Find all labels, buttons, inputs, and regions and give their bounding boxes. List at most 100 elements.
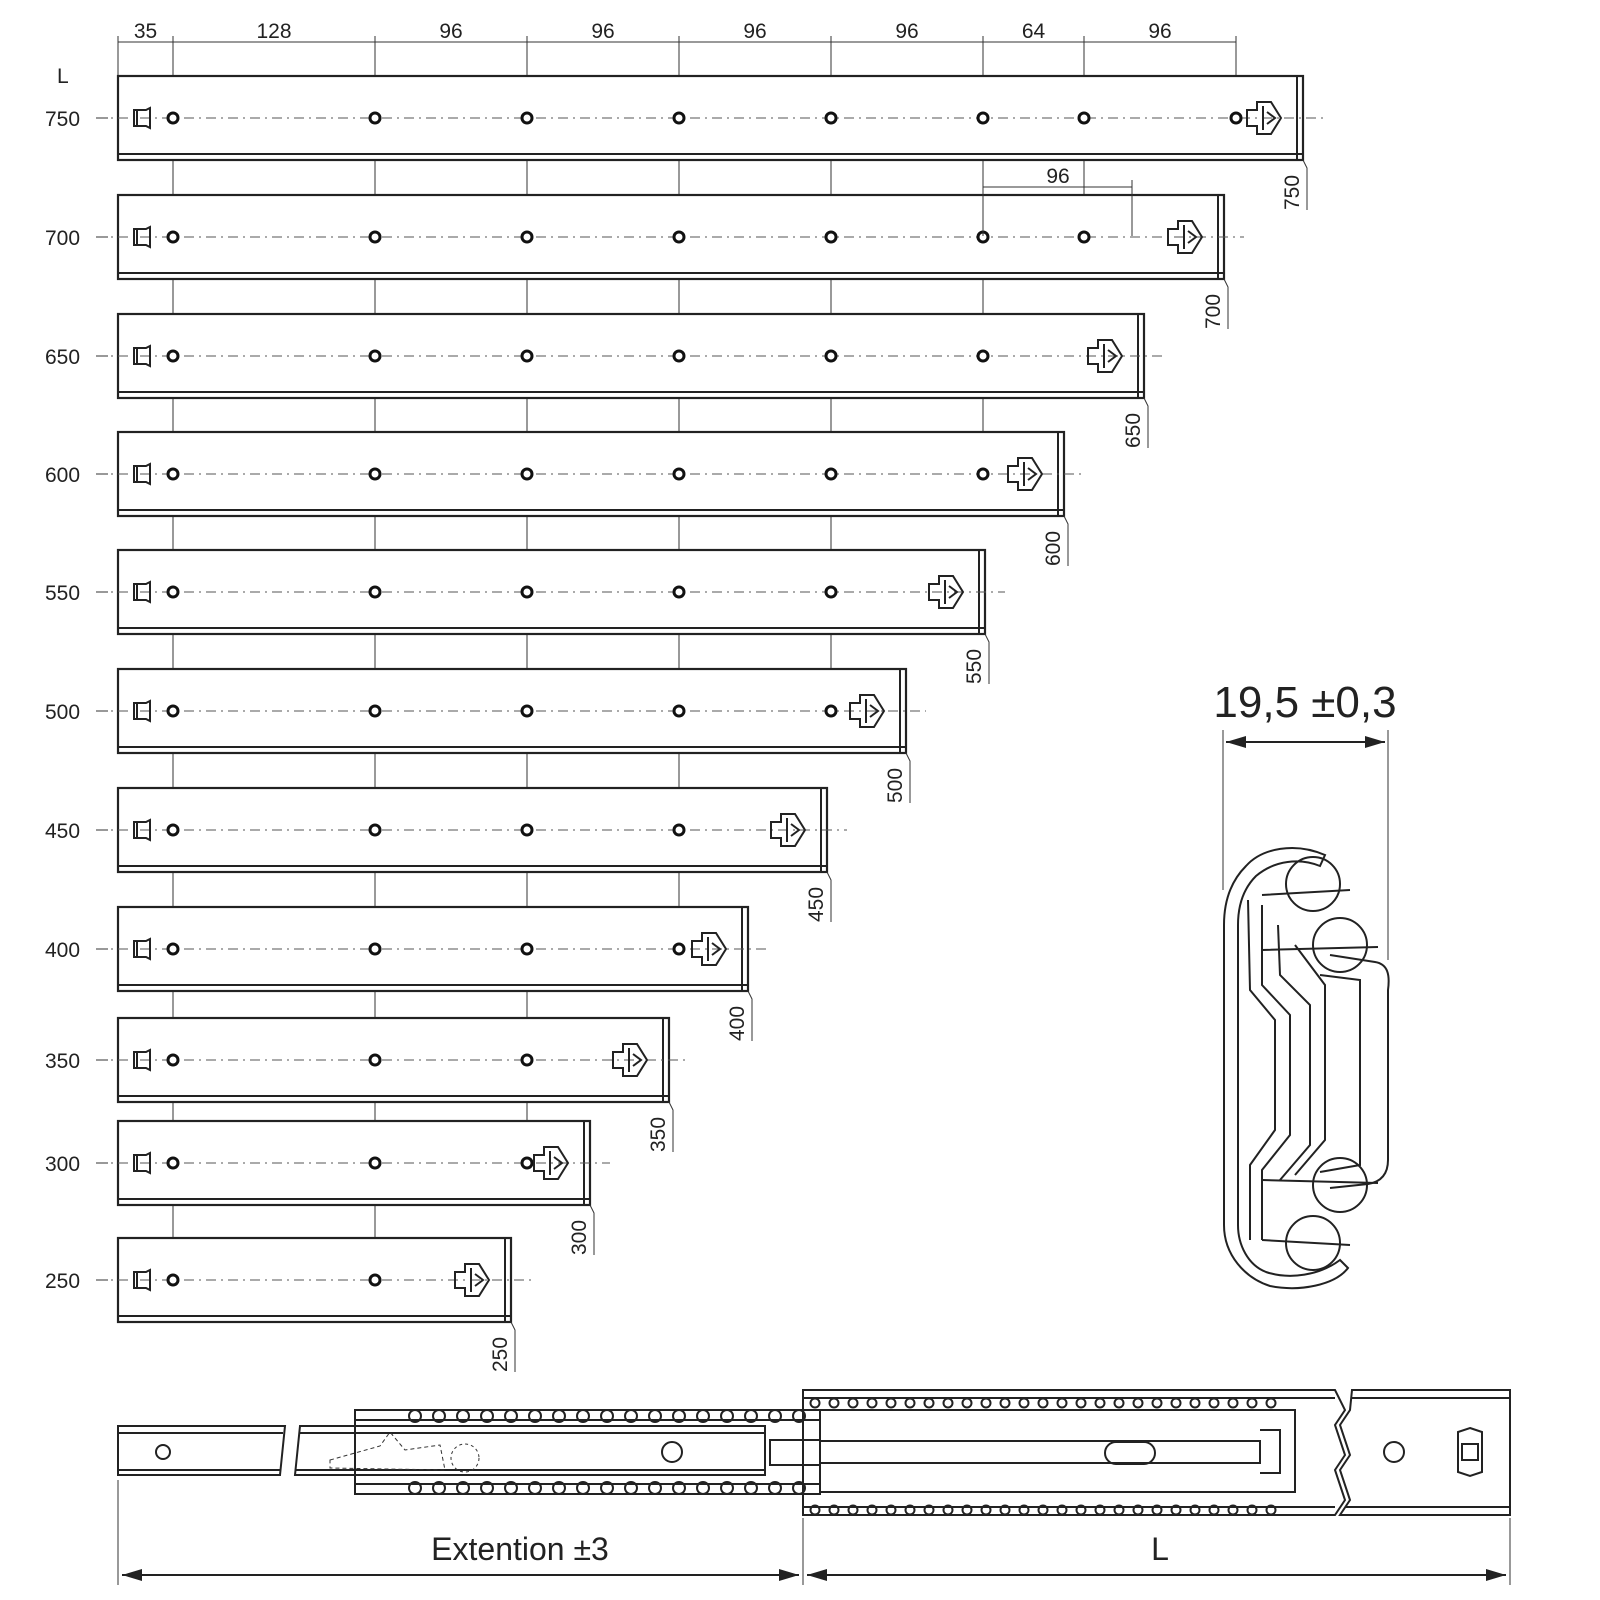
ball-cage-bottom bbox=[408, 1481, 806, 1495]
mounting-hole-icon bbox=[824, 111, 838, 125]
mounting-hole-icon bbox=[520, 467, 534, 481]
front-lock-icon bbox=[1087, 339, 1124, 373]
rail-length-end-label: 600 bbox=[1042, 531, 1065, 566]
mounting-hole-icon bbox=[166, 942, 180, 956]
front-lock-icon bbox=[928, 575, 965, 609]
mounting-hole-icon bbox=[520, 230, 534, 244]
mounting-hole-icon bbox=[368, 823, 382, 837]
mounting-hole-icon bbox=[368, 349, 382, 363]
mounting-hole-icon bbox=[368, 1156, 382, 1170]
rail-length-end-label: 450 bbox=[805, 887, 828, 922]
ball-bearing-icon bbox=[1285, 856, 1341, 912]
rear-bracket-icon bbox=[133, 462, 151, 486]
length-column-label: L bbox=[57, 65, 69, 88]
ball-cage-outer-bottom bbox=[809, 1504, 1277, 1516]
length-label: L bbox=[1151, 1531, 1169, 1567]
ball-bearing-icon bbox=[1312, 1157, 1368, 1213]
mounting-hole-icon bbox=[520, 111, 534, 125]
front-lock-icon bbox=[849, 694, 886, 728]
mounting-hole-icon bbox=[824, 585, 838, 599]
front-lock-icon bbox=[533, 1146, 570, 1180]
rear-bracket-icon bbox=[133, 344, 151, 368]
mounting-hole-icon bbox=[155, 1444, 171, 1460]
top-dimension-1: 35 bbox=[134, 20, 157, 43]
mounting-hole-icon bbox=[368, 1053, 382, 1067]
mounting-hole-icon bbox=[672, 467, 686, 481]
mounting-hole-icon bbox=[672, 585, 686, 599]
mounting-hole-icon bbox=[166, 349, 180, 363]
rail-300: 300 300 bbox=[45, 1119, 610, 1255]
rail-length-end-label: 250 bbox=[489, 1337, 512, 1372]
mounting-hole-icon bbox=[368, 111, 382, 125]
front-lock-icon bbox=[770, 813, 807, 847]
mounting-hole-icon bbox=[520, 585, 534, 599]
rail-500: 500 500 bbox=[45, 667, 926, 803]
rail-length-end-label: 400 bbox=[726, 1006, 749, 1041]
rail-700-extra-dimension: 96 bbox=[982, 165, 1133, 236]
front-lock-icon bbox=[454, 1263, 491, 1297]
top-dimension-6: 96 bbox=[895, 20, 918, 43]
mounting-hole-icon bbox=[166, 585, 180, 599]
mounting-hole-icon bbox=[520, 823, 534, 837]
rail-length-label: 700 bbox=[45, 227, 80, 250]
mounting-hole-icon bbox=[520, 1156, 534, 1170]
ball-bearing-icon bbox=[1312, 917, 1368, 973]
front-lock-icon bbox=[612, 1043, 649, 1077]
front-lock-icon bbox=[1167, 220, 1204, 254]
mounting-hole-icon bbox=[976, 467, 990, 481]
front-lock-icon bbox=[1246, 101, 1283, 135]
rail-length-end-label: 500 bbox=[884, 768, 907, 803]
front-lock-icon bbox=[1007, 457, 1044, 491]
extension-label: Extention ±3 bbox=[431, 1531, 609, 1567]
mounting-hole-icon bbox=[824, 230, 838, 244]
rail-700-extra-dimension-text: 96 bbox=[1046, 165, 1069, 188]
mounting-hole-icon bbox=[661, 1441, 683, 1463]
rail-length-label: 750 bbox=[45, 108, 80, 131]
rail-length-end-label: 300 bbox=[568, 1220, 591, 1255]
rear-bracket-icon bbox=[133, 699, 151, 723]
mounting-hole-icon bbox=[166, 1273, 180, 1287]
rail-length-label: 450 bbox=[45, 820, 80, 843]
top-dimension-8: 96 bbox=[1148, 20, 1171, 43]
mounting-hole-icon bbox=[166, 111, 180, 125]
mounting-hole-icon bbox=[672, 942, 686, 956]
cross-section-outer-profile bbox=[1223, 847, 1350, 1290]
mounting-hole-icon bbox=[824, 704, 838, 718]
mounting-hole-icon bbox=[1383, 1441, 1405, 1463]
mounting-hole-icon bbox=[368, 1273, 382, 1287]
mounting-hole-icon bbox=[368, 467, 382, 481]
rail-length-end-label: 350 bbox=[647, 1117, 670, 1152]
rear-bracket-icon bbox=[133, 580, 151, 604]
rail-body bbox=[116, 667, 908, 755]
mounting-hole-icon bbox=[1077, 111, 1091, 125]
rail-length-label: 300 bbox=[45, 1153, 80, 1176]
top-dimension-7: 64 bbox=[1022, 20, 1046, 43]
rail-450: 450 450 bbox=[45, 786, 847, 922]
mounting-hole-icon bbox=[520, 349, 534, 363]
mounting-hole-icon bbox=[1077, 230, 1091, 244]
rail-length-variants: 7507507007006506506006005505505005004504… bbox=[45, 42, 1323, 1372]
cross-section-view: 19,5 ±0,3 bbox=[1213, 678, 1397, 1290]
mounting-hole-icon bbox=[166, 467, 180, 481]
ball-bearing-icon bbox=[1285, 1215, 1341, 1271]
mounting-hole-icon bbox=[672, 704, 686, 718]
rail-length-label: 500 bbox=[45, 701, 80, 724]
mounting-hole-icon bbox=[520, 704, 534, 718]
rail-length-label: 550 bbox=[45, 582, 80, 605]
mounting-hole-icon bbox=[368, 585, 382, 599]
rail-length-label: 400 bbox=[45, 939, 80, 962]
mounting-hole-icon bbox=[520, 942, 534, 956]
rear-bracket-icon bbox=[133, 1268, 151, 1292]
mounting-hole-icon bbox=[672, 349, 686, 363]
top-dimension-5: 96 bbox=[743, 20, 766, 43]
rear-bracket-icon bbox=[133, 106, 151, 130]
ball-cage-outer-top bbox=[809, 1397, 1277, 1409]
mounting-hole-icon bbox=[166, 1053, 180, 1067]
